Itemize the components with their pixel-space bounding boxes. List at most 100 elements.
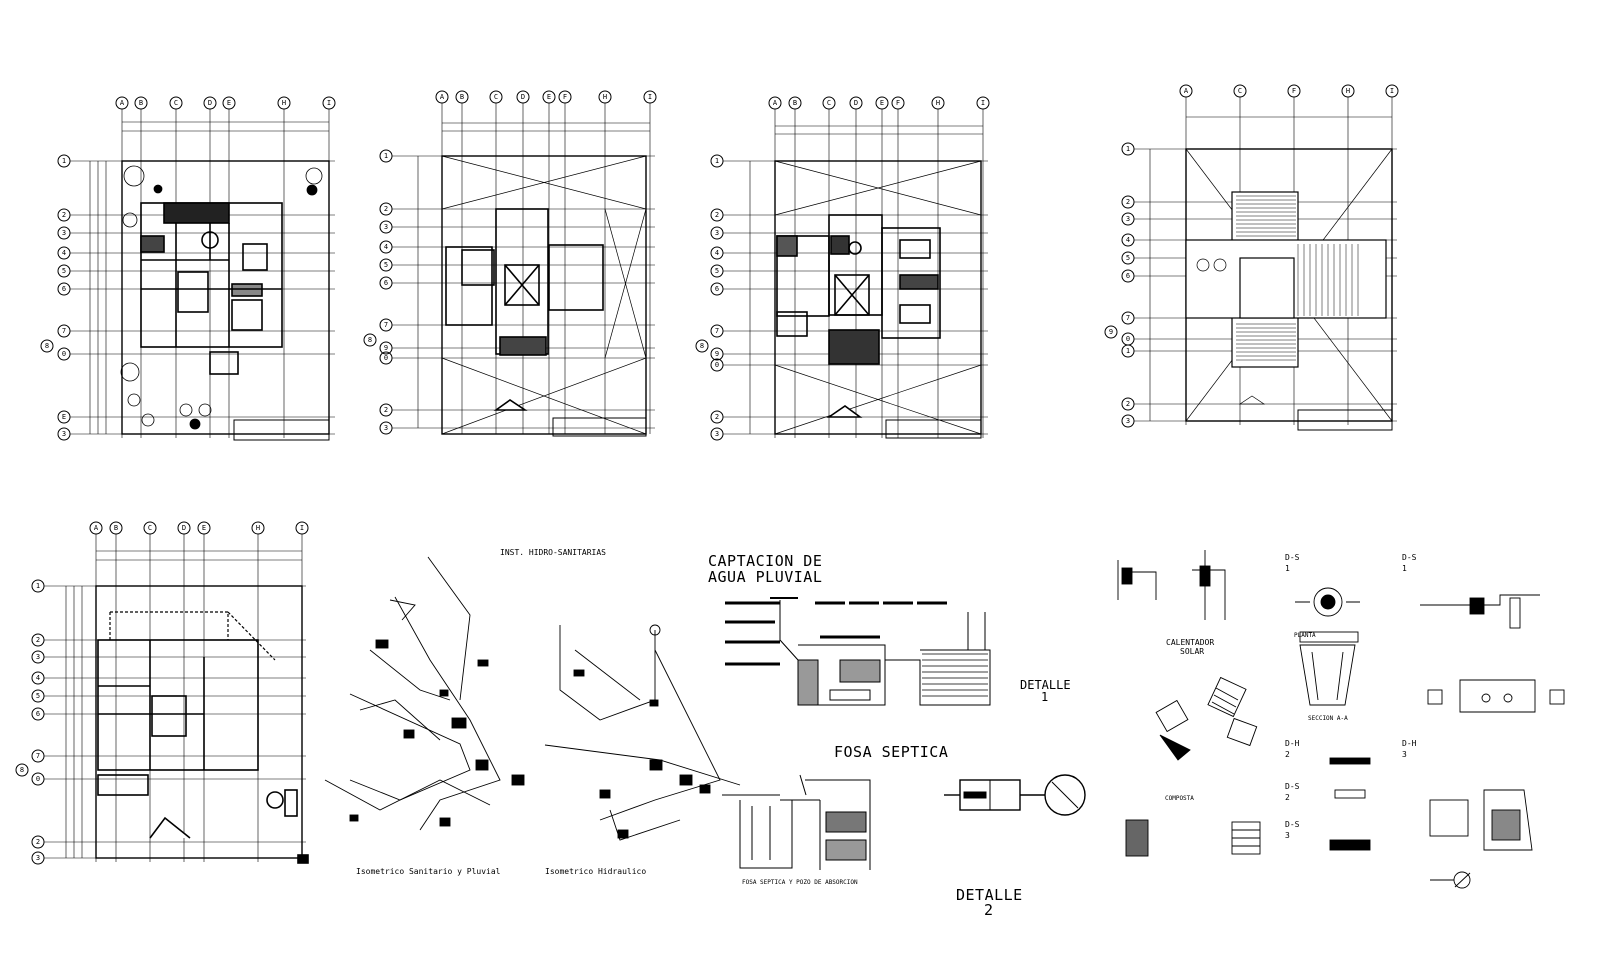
detalle1-label: DETALLE xyxy=(1020,678,1071,692)
svg-text:A: A xyxy=(440,93,445,101)
svg-text:I: I xyxy=(327,99,331,107)
svg-text:F: F xyxy=(1292,87,1296,95)
inst-hidro-title: INST. HIDRO-SANITARIAS xyxy=(500,548,606,557)
plan5-row-bubbles: 1 2 3 4 5 6 7 8 0 2 3 xyxy=(15,579,45,865)
plan5-column-bubbles: A B C D E H I xyxy=(89,521,309,535)
labels: INST. HIDRO-SANITARIAS CAPTACION DE AGUA… xyxy=(356,548,1417,919)
plan1-row-bubbles: 1 2 3 4 5 6 7 8 0 E 3 xyxy=(40,154,71,441)
svg-text:5: 5 xyxy=(384,261,388,269)
svg-text:7: 7 xyxy=(1126,314,1130,322)
detail-tag-code: D-S xyxy=(1285,820,1300,829)
svg-text:9: 9 xyxy=(1109,328,1113,336)
svg-text:3: 3 xyxy=(715,430,719,438)
svg-text:B: B xyxy=(460,93,464,101)
svg-text:9: 9 xyxy=(384,344,388,352)
details-cluster xyxy=(1117,550,1565,889)
svg-text:1: 1 xyxy=(1126,145,1130,153)
planta-label: PLANTA xyxy=(1294,632,1316,639)
septic-plan-detail-2 xyxy=(944,774,1086,816)
fosa-note: FOSA SEPTICA Y POZO DE ABSORCION xyxy=(742,879,858,886)
plan4-row-bubbles: 1 2 3 4 5 6 7 9 0 1 2 3 xyxy=(1104,142,1135,428)
svg-text:A: A xyxy=(1184,87,1189,95)
svg-text:4: 4 xyxy=(62,249,66,257)
svg-text:7: 7 xyxy=(36,752,40,760)
septic-tank-section xyxy=(722,774,871,870)
svg-text:2: 2 xyxy=(384,205,388,213)
svg-text:4: 4 xyxy=(715,249,719,257)
svg-text:H: H xyxy=(1346,87,1350,95)
detail-tag-num: 1 xyxy=(1285,564,1290,573)
rainwater-capture-section xyxy=(725,597,991,706)
plan-ground-floor: A B C D E H I 1 2 3 4 5 6 7 8 0 E 3 xyxy=(40,96,336,441)
isometric-hydraulic xyxy=(544,624,741,841)
svg-text:D: D xyxy=(521,93,525,101)
detalle2-number: 2 xyxy=(984,901,994,919)
plan-installations: A B C D E H I 1 2 3 4 5 6 7 8 0 2 3 xyxy=(15,521,309,865)
svg-text:3: 3 xyxy=(1126,417,1130,425)
plan5-rooms xyxy=(97,611,309,864)
svg-text:C: C xyxy=(1238,87,1242,95)
svg-text:8: 8 xyxy=(45,342,49,350)
svg-text:2: 2 xyxy=(1126,198,1130,206)
detail-tag-code: D-S xyxy=(1285,782,1300,791)
svg-text:1: 1 xyxy=(384,152,388,160)
svg-text:B: B xyxy=(114,524,118,532)
svg-text:3: 3 xyxy=(715,229,719,237)
svg-text:2: 2 xyxy=(62,211,66,219)
plan-roof: A C F H I 1 2 3 4 5 6 7 9 0 1 2 3 xyxy=(1104,84,1399,431)
isometric-drawings xyxy=(324,556,741,841)
svg-text:E: E xyxy=(547,93,551,101)
detail-tag-num: 2 xyxy=(1285,750,1290,759)
detail-tag-code: D-S xyxy=(1285,553,1300,562)
plan2-roof-x xyxy=(441,155,647,435)
plan2-rooms xyxy=(445,208,647,437)
plan3-rooms xyxy=(776,214,982,439)
svg-text:D: D xyxy=(182,524,186,532)
svg-text:7: 7 xyxy=(384,321,388,329)
svg-text:3: 3 xyxy=(62,430,66,438)
svg-text:6: 6 xyxy=(1126,272,1130,280)
plan2-row-bubbles: 1 2 3 4 5 6 7 8 9 0 2 3 xyxy=(363,149,393,435)
svg-text:B: B xyxy=(793,99,797,107)
svg-text:E: E xyxy=(202,524,206,532)
detalle2-label: DETALLE xyxy=(956,886,1023,904)
svg-text:1: 1 xyxy=(715,157,719,165)
calentador-title-line1: CALENTADOR xyxy=(1166,638,1214,647)
svg-text:D: D xyxy=(208,99,212,107)
svg-text:C: C xyxy=(827,99,831,107)
svg-text:A: A xyxy=(94,524,99,532)
svg-text:2: 2 xyxy=(1126,400,1130,408)
svg-text:4: 4 xyxy=(384,243,388,251)
svg-text:2: 2 xyxy=(384,406,388,414)
pozo-detail xyxy=(1420,594,1565,713)
plan3-row-bubbles: 1 2 3 4 5 6 7 8 9 0 2 3 xyxy=(695,154,724,441)
svg-text:2: 2 xyxy=(715,211,719,219)
svg-text:2: 2 xyxy=(36,838,40,846)
svg-text:D: D xyxy=(854,99,858,107)
svg-text:5: 5 xyxy=(715,267,719,275)
detail-tag-code: D-H xyxy=(1285,739,1300,748)
isometrico-hidraulico-label: Isometrico Hidraulico xyxy=(545,867,646,876)
svg-text:0: 0 xyxy=(62,350,66,358)
svg-text:H: H xyxy=(256,524,260,532)
plan4-roof-slopes xyxy=(1185,148,1393,431)
plan3-column-bubbles: A B C D E F H I xyxy=(768,96,990,110)
plan5-grid-lines xyxy=(44,534,306,862)
svg-text:A: A xyxy=(773,99,778,107)
detail-a xyxy=(1117,550,1226,620)
svg-text:0: 0 xyxy=(715,361,719,369)
svg-text:3: 3 xyxy=(384,424,388,432)
plan4-column-bubbles: A C F H I xyxy=(1179,84,1399,98)
svg-text:H: H xyxy=(282,99,286,107)
fosa-septica-title: FOSA SEPTICA xyxy=(834,743,948,761)
svg-text:F: F xyxy=(563,93,567,101)
svg-text:I: I xyxy=(1390,87,1394,95)
svg-text:3: 3 xyxy=(1126,215,1130,223)
svg-text:8: 8 xyxy=(20,766,24,774)
svg-text:C: C xyxy=(174,99,178,107)
plan2-grid-lines xyxy=(392,103,655,434)
plan3-grid-lines xyxy=(723,109,988,438)
composta-detail xyxy=(1125,819,1261,857)
svg-text:7: 7 xyxy=(715,327,719,335)
